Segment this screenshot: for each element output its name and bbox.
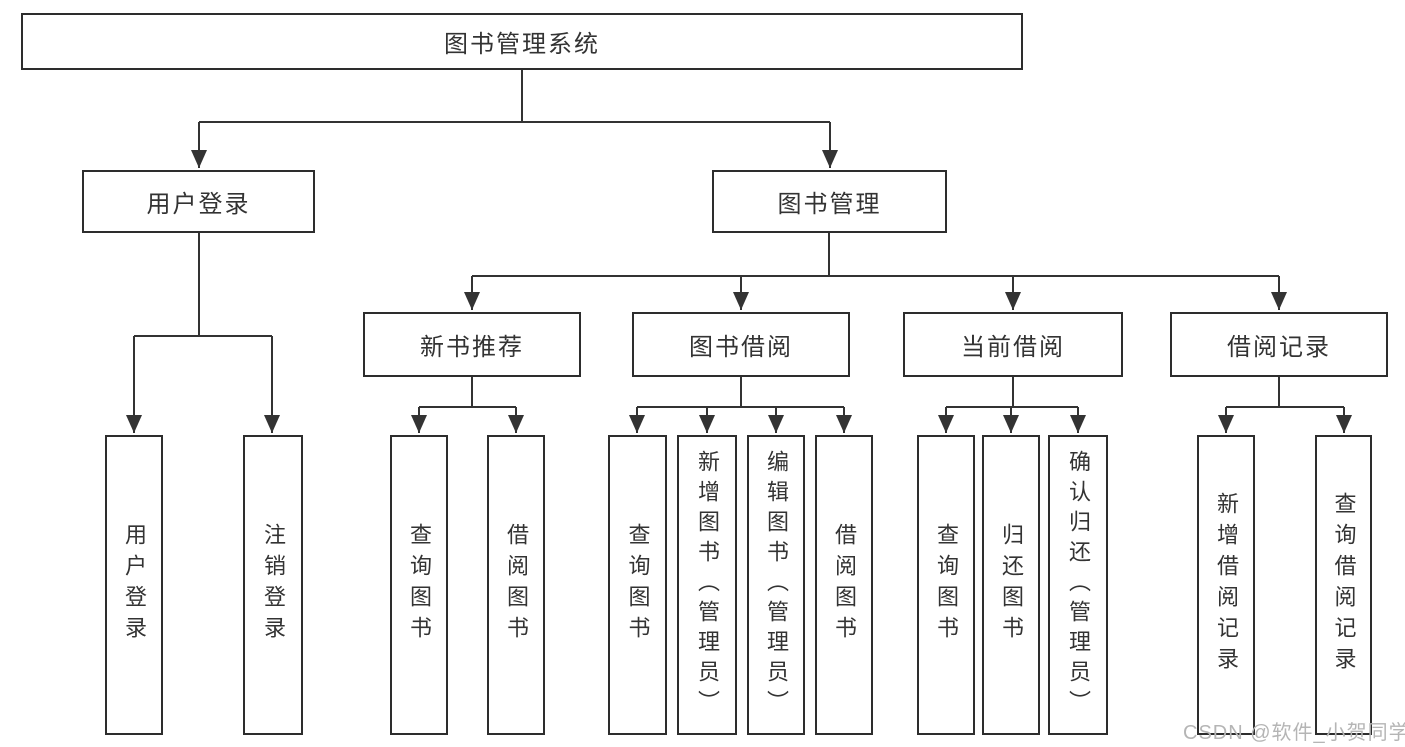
node-book-management-label: 图书管理 bbox=[777, 191, 882, 218]
node-book-borrowing-label: 图书借阅 bbox=[689, 334, 793, 361]
node-leaf-add-borrow-record: 新增借阅记录 bbox=[1197, 435, 1255, 735]
node-leaf-query-borrow-record: 查询借阅记录 bbox=[1315, 435, 1372, 735]
node-book-management: 图书管理 bbox=[712, 170, 947, 233]
csdn-watermark: CSDN @软件_小贺同学 bbox=[1183, 722, 1405, 744]
node-leaf-edit-books-admin: 编辑图书（管理员） bbox=[747, 435, 805, 735]
node-new-book-recommend-label: 新书推荐 bbox=[420, 334, 524, 361]
node-leaf-query-books-borrow: 查询图书 bbox=[608, 435, 667, 735]
node-leaf-add-books-admin-label: 新增图书（管理员） bbox=[695, 450, 720, 720]
node-leaf-borrow-books-borrow-label: 借阅图书 bbox=[832, 523, 857, 647]
node-user-login: 用户登录 bbox=[82, 170, 315, 233]
node-leaf-confirm-return-admin-label: 确认归还（管理员） bbox=[1066, 450, 1091, 720]
node-leaf-query-books-current-label: 查询图书 bbox=[934, 523, 959, 647]
node-leaf-borrow-books-borrow: 借阅图书 bbox=[815, 435, 873, 735]
node-user-login-label: 用户登录 bbox=[146, 191, 251, 218]
node-leaf-add-borrow-record-label: 新增借阅记录 bbox=[1214, 492, 1239, 678]
node-leaf-borrow-books-rec: 借阅图书 bbox=[487, 435, 545, 735]
node-leaf-logout: 注销登录 bbox=[243, 435, 303, 735]
node-current-borrowing-label: 当前借阅 bbox=[961, 334, 1065, 361]
node-leaf-edit-books-admin-label: 编辑图书（管理员） bbox=[764, 450, 789, 720]
node-leaf-query-books-rec-label: 查询图书 bbox=[407, 523, 432, 647]
node-leaf-user-login-label: 用户登录 bbox=[122, 523, 147, 647]
node-borrowing-records: 借阅记录 bbox=[1170, 312, 1388, 377]
node-borrowing-records-label: 借阅记录 bbox=[1227, 334, 1331, 361]
node-leaf-logout-label: 注销登录 bbox=[261, 523, 286, 647]
node-leaf-query-books-current: 查询图书 bbox=[917, 435, 975, 735]
node-root-label: 图书管理系统 bbox=[444, 31, 600, 58]
node-new-book-recommend: 新书推荐 bbox=[363, 312, 581, 377]
node-leaf-return-books: 归还图书 bbox=[982, 435, 1040, 735]
node-leaf-query-borrow-record-label: 查询借阅记录 bbox=[1331, 492, 1357, 678]
node-leaf-confirm-return-admin: 确认归还（管理员） bbox=[1048, 435, 1108, 735]
node-leaf-query-books-rec: 查询图书 bbox=[390, 435, 448, 735]
node-leaf-user-login: 用户登录 bbox=[105, 435, 163, 735]
node-leaf-add-books-admin: 新增图书（管理员） bbox=[677, 435, 737, 735]
node-leaf-return-books-label: 归还图书 bbox=[999, 523, 1024, 647]
node-leaf-borrow-books-rec-label: 借阅图书 bbox=[504, 523, 529, 647]
node-leaf-query-books-borrow-label: 查询图书 bbox=[625, 523, 651, 647]
node-book-borrowing: 图书借阅 bbox=[632, 312, 850, 377]
node-root: 图书管理系统 bbox=[21, 13, 1023, 70]
node-current-borrowing: 当前借阅 bbox=[903, 312, 1123, 377]
